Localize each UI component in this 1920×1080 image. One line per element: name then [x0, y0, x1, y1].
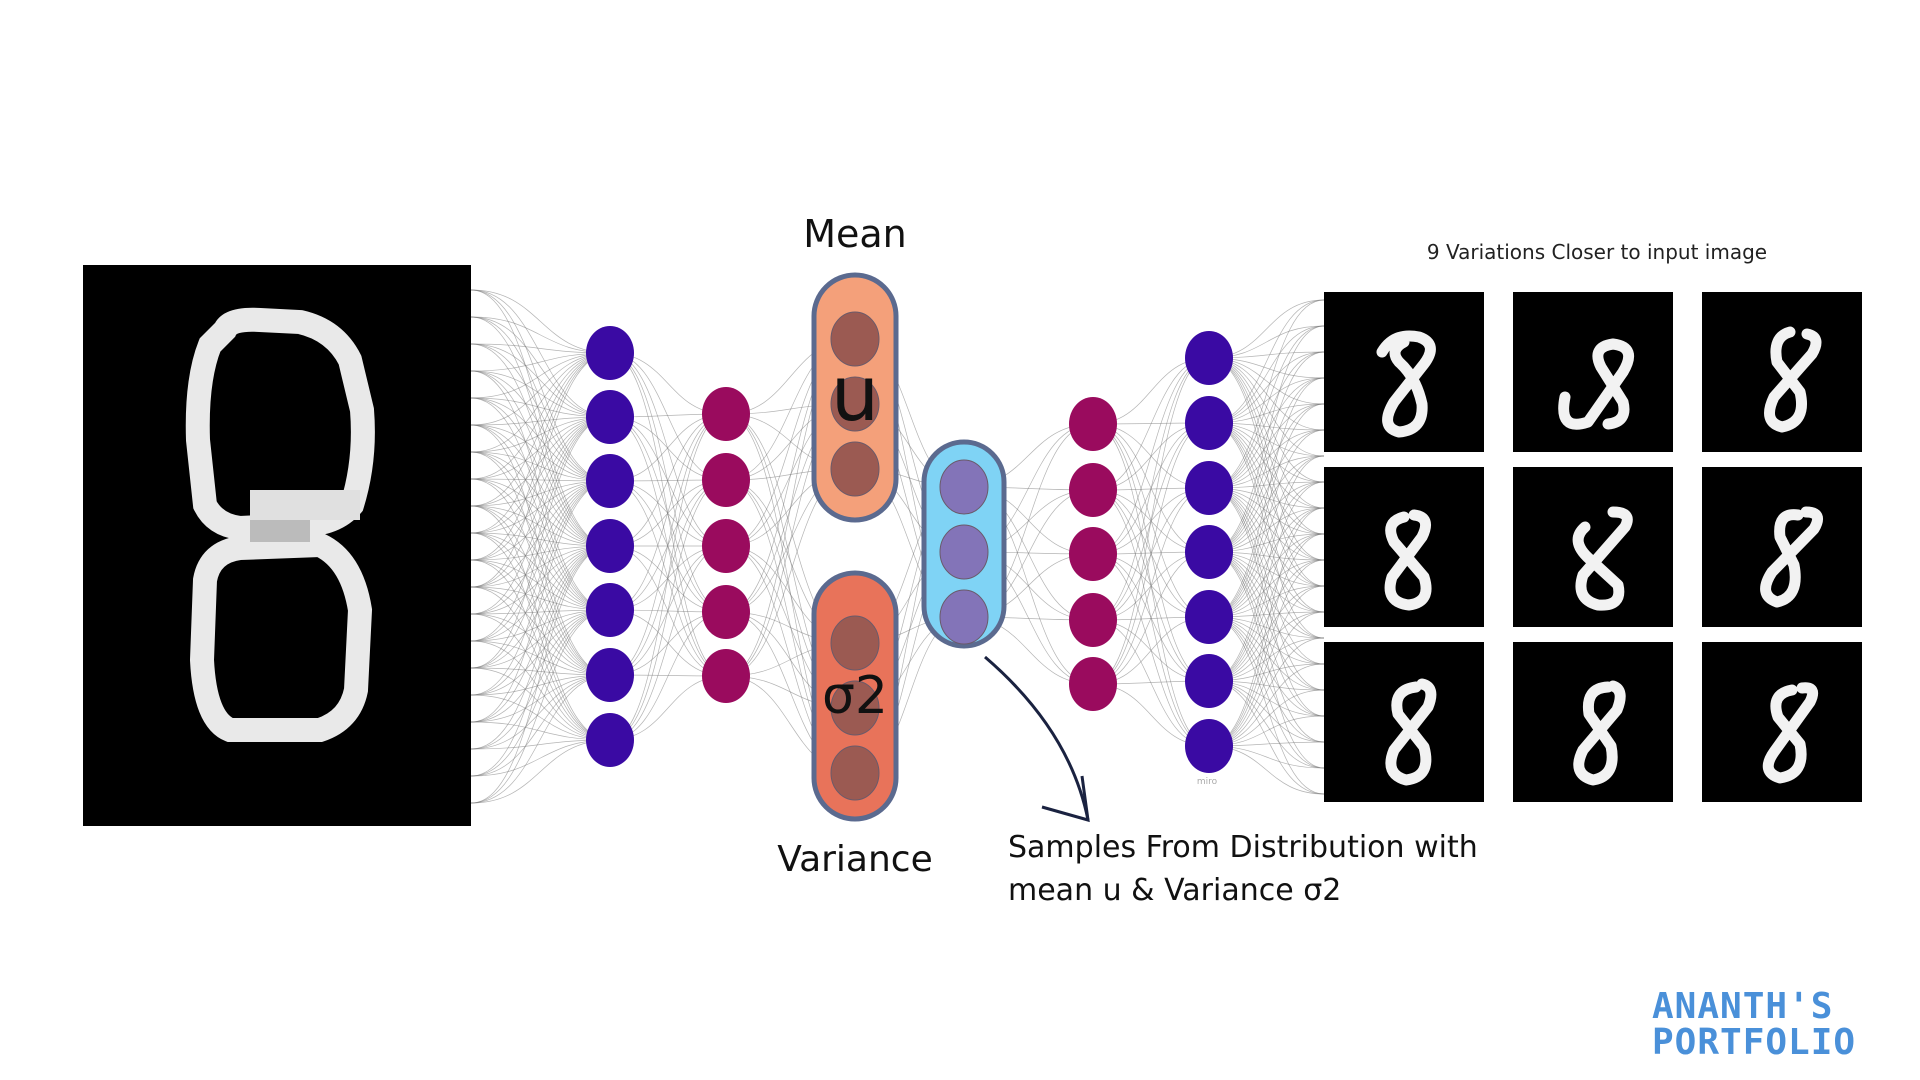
- decoder-layer-1-2: [1069, 463, 1117, 517]
- decoder-layer-1-5: [1069, 657, 1117, 711]
- encoder-layer-2-4: [702, 585, 750, 639]
- decoder-layer-1-3: [1069, 527, 1117, 581]
- variations-title: 9 Variations Closer to input image: [1427, 240, 1767, 264]
- samples-caption-line1: Samples From Distribution with: [1008, 830, 1478, 865]
- encoder-layer-1-6: [586, 648, 634, 702]
- decoder-layer-2-1: [1185, 331, 1233, 385]
- variance-node-1: [830, 615, 880, 671]
- decoder-layer-2-6: [1185, 654, 1233, 708]
- output-variation-9: [1702, 642, 1862, 802]
- encoder-layer-2-5: [702, 649, 750, 703]
- decoder-layer-2-7: [1185, 719, 1233, 773]
- variance-label: Variance: [777, 839, 933, 880]
- encoder-layer-2-2: [702, 453, 750, 507]
- encoder-layer-2-1: [702, 387, 750, 441]
- output-variation-1: [1324, 292, 1484, 452]
- logo-line2: PORTFOLIO: [1652, 1022, 1856, 1063]
- miro-watermark: miro: [1197, 777, 1218, 787]
- logo-line1: ANANTH'S: [1652, 986, 1833, 1027]
- mean-label: Mean: [803, 212, 907, 256]
- output-variation-7: [1324, 642, 1484, 802]
- sample-arrow: [984, 655, 1090, 823]
- variance-node-2: [830, 680, 880, 736]
- mu-symbol: u: [831, 349, 879, 438]
- sigma-symbol: σ2: [822, 666, 888, 726]
- encoder-layer-1-1: [586, 326, 634, 380]
- input-digit-image: [83, 265, 471, 826]
- output-variation-6: [1702, 467, 1862, 627]
- mean-node-2: [830, 376, 880, 432]
- latent-node-3: [939, 589, 989, 645]
- network-nodes: [586, 311, 1233, 801]
- encoder-layer-2-3: [702, 519, 750, 573]
- output-variation-5: [1513, 467, 1673, 627]
- decoder-layer-1-1: [1069, 397, 1117, 451]
- encoder-layer-1-5: [586, 583, 634, 637]
- encoder-layer-1-7: [586, 713, 634, 767]
- encoder-layer-1-3: [586, 454, 634, 508]
- decoder-layer-1-4: [1069, 593, 1117, 647]
- output-variations-grid: [1324, 292, 1862, 802]
- decoder-layer-2-4: [1185, 525, 1233, 579]
- output-variation-4: [1324, 467, 1484, 627]
- output-variation-8: [1513, 642, 1673, 802]
- latent-node-1: [939, 459, 989, 515]
- encoder-layer-1-2: [586, 390, 634, 444]
- mean-node-1: [830, 311, 880, 367]
- portfolio-logo: ANANTH'S PORTFOLIO: [1652, 986, 1856, 1063]
- output-variation-3: [1702, 292, 1862, 452]
- encoder-layer-1-4: [586, 519, 634, 573]
- decoder-layer-2-3: [1185, 461, 1233, 515]
- mean-node-3: [830, 441, 880, 497]
- decoder-layer-2-2: [1185, 396, 1233, 450]
- latent-node-2: [939, 524, 989, 580]
- samples-caption-line2: mean u & Variance σ2: [1008, 873, 1341, 908]
- output-variation-2: [1513, 292, 1673, 452]
- decoder-layer-2-5: [1185, 590, 1233, 644]
- variance-node-3: [830, 745, 880, 801]
